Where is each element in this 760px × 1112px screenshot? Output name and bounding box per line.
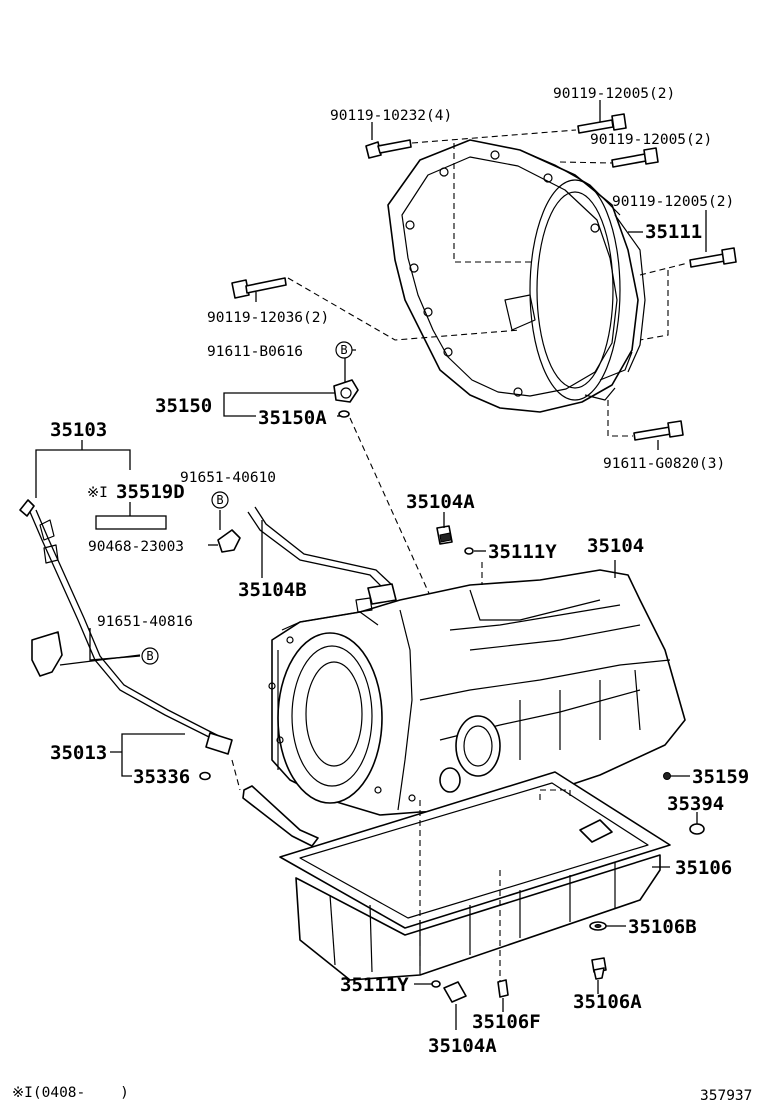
marker-b-label-2: B [216, 493, 223, 507]
oil-tube-35104B-drawing [247, 506, 397, 613]
label-90119-12036: 90119-12036(2) [207, 310, 329, 326]
washer-35106B-drawing [589, 921, 607, 931]
diagram-id: 357937 [700, 1088, 752, 1104]
tube-35336-drawing [242, 785, 319, 847]
leader-35150-bracket [223, 392, 335, 417]
label-35104A-bot: 35104A [428, 1035, 497, 1057]
marker-b-91611-B0616: B [335, 341, 353, 359]
leader-dash-6 [287, 277, 521, 341]
o-ring-35111Y-top-drawing [464, 547, 474, 555]
drain-plug-35106A-drawing [591, 957, 607, 980]
label-35106: 35106 [675, 857, 732, 879]
label-90119-10232: 90119-10232(4) [330, 108, 452, 124]
label-35150: 35150 [155, 395, 212, 417]
plug-35159-drawing [663, 772, 671, 780]
label-35336: 35336 [133, 766, 190, 788]
bolt-90119-12005-c-drawing [689, 247, 737, 268]
marker-b-label-1: B [340, 343, 347, 357]
label-91611-B0616: 91611-B0616 [207, 344, 303, 360]
clip-90468-23003-drawing [217, 529, 241, 553]
label-90468-23003: 90468-23003 [88, 539, 184, 555]
label-35111Y-bot: 35111Y [340, 974, 409, 996]
label-35394: 35394 [667, 793, 724, 815]
note-marker: ※I [87, 485, 108, 501]
marker-b-91651-40610: B [211, 491, 229, 509]
converter-housing-drawing [387, 139, 646, 413]
label-35106A: 35106A [573, 991, 642, 1013]
footnote: ※I(0408- ) [12, 1085, 129, 1101]
leader-dash-2 [453, 143, 535, 263]
leader-dash-7 [607, 400, 633, 437]
leader-91651-40816 [89, 628, 141, 661]
marker-b-label-3: B [146, 649, 153, 663]
transmission-case-drawing [268, 569, 686, 816]
label-35111Y-top: 35111Y [488, 541, 557, 563]
bolt-90119-12005-a-drawing [577, 113, 627, 134]
bolt-90119-12036-drawing [231, 277, 287, 299]
marker-b-91651-40816: B [141, 647, 159, 665]
leader-91651-40816-b [59, 654, 141, 666]
dipstick-drawing [19, 499, 233, 755]
gasket-35394-drawing [689, 823, 705, 835]
label-91651-40610: 91651-40610 [180, 470, 276, 486]
label-35519D: 35519D [116, 481, 185, 503]
label-90119-12005-b: 90119-12005(2) [590, 132, 712, 148]
label-35104B: 35104B [238, 579, 307, 601]
leader-35103 [35, 440, 131, 498]
label-90119-12005-c: 90119-12005(2) [612, 194, 734, 210]
bolt-90119-10232-drawing [365, 139, 412, 159]
leader-dash-13 [231, 759, 241, 791]
bolt-90119-12005-b-drawing [611, 147, 659, 168]
label-35013: 35013 [50, 742, 107, 764]
label-35103: 35103 [50, 419, 107, 441]
leader-dash-1 [411, 129, 577, 144]
leader-dash-10 [539, 789, 571, 800]
leader-dash-5 [639, 270, 669, 341]
label-35111: 35111 [645, 221, 702, 243]
label-35104A-top: 35104A [406, 491, 475, 513]
bolt-91611-G0820-drawing [633, 420, 684, 441]
label-91611-G0820: 91611-G0820(3) [603, 456, 725, 472]
label-35106B: 35106B [628, 916, 697, 938]
sensor-35150-drawing [333, 379, 359, 418]
ring-35336-drawing [199, 771, 211, 781]
plug-35104A-bot-drawing [443, 981, 467, 1003]
o-ring-35111Y-bot-drawing [431, 980, 441, 988]
leader-dash-4 [639, 262, 689, 276]
note-box [95, 515, 167, 530]
plug-35104A-top-drawing [436, 525, 453, 545]
leader-35013 [110, 733, 185, 777]
leader-dash-3 [559, 161, 613, 164]
label-35106F: 35106F [472, 1011, 541, 1033]
label-91651-40816: 91651-40816 [97, 614, 193, 630]
plug-35106F-drawing [497, 979, 509, 998]
label-90119-12005-a: 90119-12005(2) [553, 86, 675, 102]
oil-pan-drawing [279, 771, 671, 981]
label-35104: 35104 [587, 535, 644, 557]
label-35150A: 35150A [258, 407, 327, 429]
label-35159: 35159 [692, 766, 749, 788]
